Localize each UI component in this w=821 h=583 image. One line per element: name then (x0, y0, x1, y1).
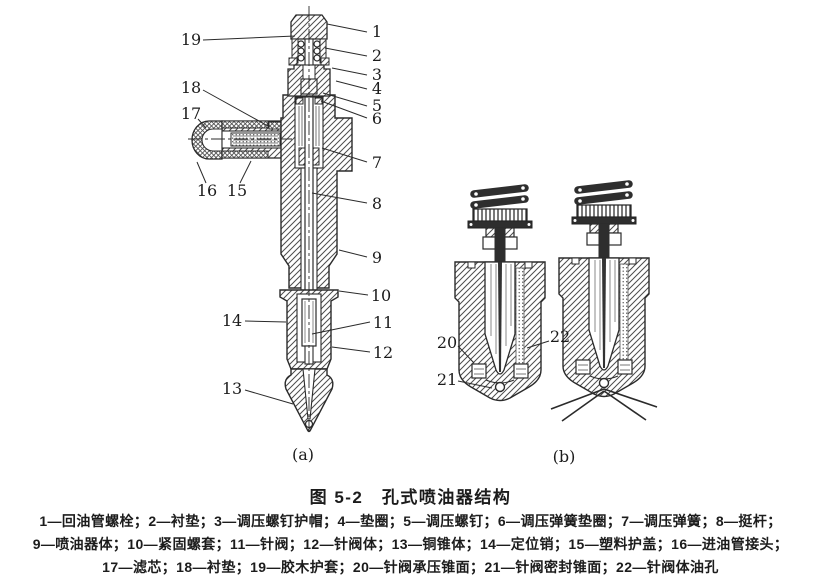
callout-leader-12 (331, 346, 371, 353)
callout-leader-15 (239, 160, 252, 184)
callout-22: 22 (550, 327, 570, 346)
callout-leader-10 (338, 290, 369, 296)
callout-leader-8 (311, 192, 368, 204)
callout-15: 15 (227, 181, 247, 200)
callout-9: 9 (372, 248, 382, 267)
callout-6: 6 (372, 109, 382, 128)
figure-caption: 图 5-2 孔式喷油器结构 (309, 488, 512, 507)
callout-5: 5 (372, 96, 382, 115)
callout-leader-19 (202, 35, 296, 41)
legend-line: 1—回油管螺栓；2—衬垫；3—调压螺钉护帽；4—垫圈；5—调压螺钉；6—调压弹簧… (39, 513, 782, 529)
callout-12: 12 (373, 343, 393, 362)
callout-leader-17 (197, 118, 207, 129)
callout-leader-2 (324, 47, 368, 57)
legend-line: 17—滤芯；18—衬垫；19—胶木护套；20—针阀承压锥面；21—针阀密封锥面；… (102, 559, 719, 575)
callout-19: 19 (181, 30, 201, 49)
panel-a-drawing (188, 6, 353, 433)
callout-leader-11 (311, 321, 371, 335)
callout-10: 10 (371, 286, 391, 305)
callout-leader-14 (244, 320, 287, 323)
callout-leader-18 (202, 89, 269, 127)
callout-13: 13 (222, 379, 242, 398)
callout-2: 2 (372, 46, 382, 65)
figure-legend: 1—回油管螺栓；2—衬垫；3—调压螺钉护帽；4—垫圈；5—调压螺钉；6—调压弹簧… (0, 510, 821, 579)
callout-7: 7 (372, 153, 382, 172)
panel-b-drawing (455, 182, 658, 422)
needle-valve-open-drawing (550, 182, 658, 422)
panel-a-label: (a) (292, 445, 314, 464)
callout-leader-13 (244, 389, 294, 405)
callout-leader-21 (457, 380, 493, 389)
callout-11: 11 (373, 313, 393, 332)
callout-leader-6 (320, 100, 368, 119)
callout-17: 17 (181, 104, 201, 123)
callout-20: 20 (437, 333, 457, 352)
callout-leader-1 (326, 23, 368, 33)
callout-14: 14 (222, 311, 242, 330)
top-stack-drawing (287, 14, 331, 97)
callout-leader-16 (196, 161, 207, 184)
callout-4: 4 (372, 79, 382, 98)
callout-leader-22 (526, 340, 550, 349)
callout-8: 8 (372, 194, 382, 213)
callout-leader-5 (322, 92, 368, 107)
callout-3: 3 (372, 65, 382, 84)
callout-16: 16 (197, 181, 217, 200)
callout-18: 18 (181, 78, 201, 97)
callout-leader-7 (321, 147, 368, 163)
legend-line: 9—喷油器体；10—紧固螺套；11—针阀；12—针阀体；13—铜锥体；14—定位… (32, 536, 789, 552)
callout-leader-4 (335, 80, 368, 90)
callout-leader-20 (457, 345, 475, 364)
callout-leader-9 (338, 249, 368, 258)
panel-b-label: (b) (553, 447, 576, 466)
callout-leader-3 (331, 67, 368, 76)
callout-21: 21 (437, 370, 457, 389)
inlet-fitting-drawing (191, 120, 285, 160)
needle-valve-closed-drawing (455, 186, 545, 400)
callout-1: 1 (372, 22, 382, 41)
spray-lines (550, 388, 658, 422)
